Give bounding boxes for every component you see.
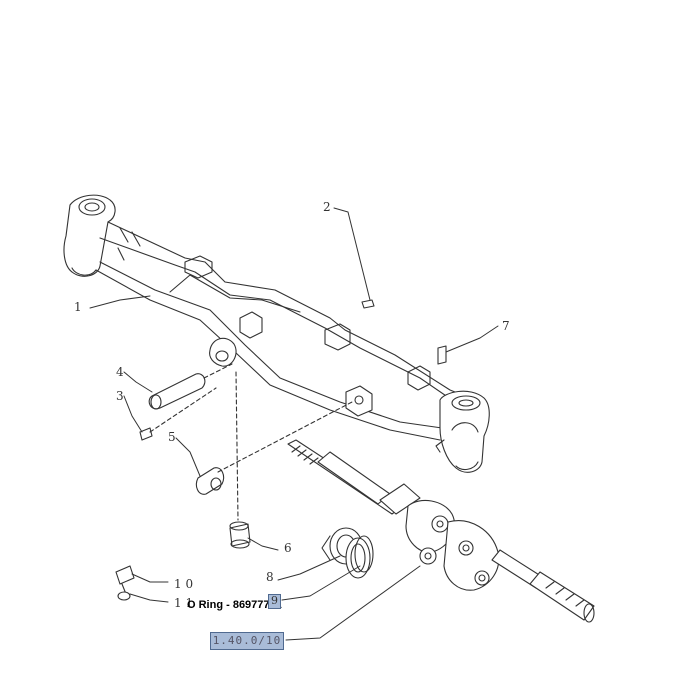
o-ring-hotspot-label[interactable]: O Ring - 86977781 <box>187 599 282 611</box>
callout-9-hotspot[interactable]: 9 <box>268 594 281 609</box>
callout-3: 3 <box>116 389 124 403</box>
assembly-lines <box>149 363 353 521</box>
callout-7: 7 <box>502 319 510 333</box>
callout-1: 1 <box>74 300 82 314</box>
reference-code-link[interactable]: 1.40.0/10 <box>210 632 284 650</box>
washer-part-11 <box>117 591 131 601</box>
callout-8: 8 <box>266 570 274 584</box>
callout-5: 5 <box>168 430 176 444</box>
pin-part-3 <box>139 427 153 441</box>
callout-10: 1 0 <box>174 577 194 591</box>
plug-part-5 <box>195 467 225 495</box>
plug-part-6 <box>229 521 251 549</box>
callout-2: 2 <box>323 200 331 214</box>
pin-part-4 <box>148 373 206 410</box>
bushing-part-8 <box>321 527 374 579</box>
leader-lines <box>89 207 499 641</box>
pin-part-2 <box>361 299 375 309</box>
axle-housing <box>63 194 490 473</box>
callout-11: 1 1 <box>174 596 194 610</box>
callout-9: 9 <box>271 594 278 607</box>
drive-shaft <box>287 439 595 623</box>
bolt-part-10 <box>115 565 135 595</box>
callout-6: 6 <box>284 541 292 555</box>
callout-4: 4 <box>116 365 124 379</box>
pin-part-7 <box>437 345 447 365</box>
